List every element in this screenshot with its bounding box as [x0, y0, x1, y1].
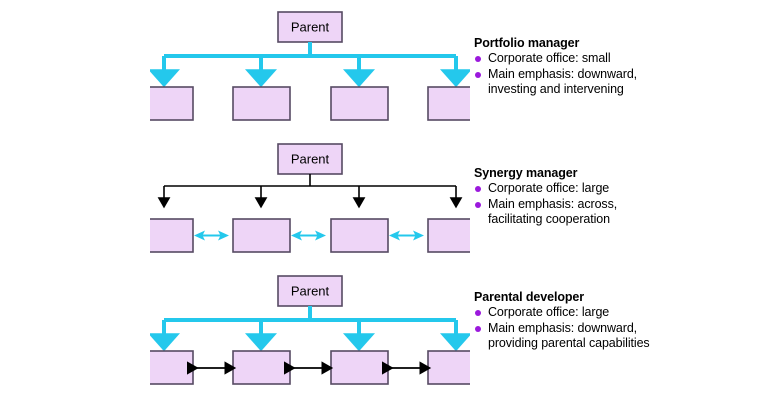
- tree-connector-cyan: [150, 42, 470, 88]
- legend-item: Corporate office: large: [474, 305, 734, 321]
- child-node[interactable]: [232, 86, 291, 121]
- legend-item-text: Main emphasis: across,: [488, 196, 618, 211]
- legend-item: Main emphasis: across, facilitating coop…: [474, 197, 734, 228]
- child-node[interactable]: [330, 86, 389, 121]
- legend-title: Portfolio manager: [474, 36, 580, 50]
- child-node[interactable]: [232, 350, 291, 385]
- child-node[interactable]: [330, 218, 389, 253]
- bullet-icon: [475, 186, 481, 192]
- child-node[interactable]: [427, 350, 470, 385]
- bullet-icon: [475, 201, 481, 208]
- bullet-icon: [475, 71, 481, 78]
- legend-item-text: Corporate office: large: [488, 181, 610, 195]
- tree-connector-black: [157, 174, 463, 209]
- child-node[interactable]: [232, 218, 291, 253]
- legend-portfolio-manager: Portfolio manager Corporate office: smal…: [474, 36, 734, 98]
- lateral-arrow-cyan: [194, 230, 424, 241]
- legend-parental-developer: Parental developer Corporate office: lar…: [474, 290, 734, 352]
- tree-connector-cyan: [150, 306, 470, 352]
- legend-item-text-line2: facilitating cooperation: [488, 212, 610, 226]
- parent-node[interactable]: Parent: [277, 143, 343, 175]
- org-diagram-parental-developer: Parent: [150, 275, 470, 385]
- child-node[interactable]: [150, 350, 194, 385]
- child-node[interactable]: [150, 86, 194, 121]
- bullet-icon: [475, 325, 481, 332]
- legend-list: Corporate office: large Main emphasis: d…: [474, 305, 734, 352]
- legend-item: Main emphasis: downward, providing paren…: [474, 321, 734, 352]
- legend-item: Main emphasis: downward, investing and i…: [474, 67, 734, 98]
- parent-node-label: Parent: [291, 283, 330, 298]
- child-node[interactable]: [427, 86, 470, 121]
- legend-list: Corporate office: large Main emphasis: a…: [474, 181, 734, 228]
- legend-item-text-line2: investing and intervening: [488, 82, 624, 96]
- child-node[interactable]: [150, 218, 194, 253]
- legend-item-text: Main emphasis: downward,: [488, 320, 638, 335]
- bullet-icon: [475, 310, 481, 316]
- bullet-icon: [475, 56, 481, 62]
- legend-title: Parental developer: [474, 290, 585, 304]
- org-diagram-synergy-manager: Parent: [150, 143, 470, 253]
- org-diagram-portfolio-manager: Parent: [150, 11, 470, 121]
- legend-title: Synergy manager: [474, 166, 578, 180]
- legend-item: Corporate office: large: [474, 181, 734, 197]
- parent-node[interactable]: Parent: [277, 11, 343, 43]
- parent-node[interactable]: Parent: [277, 275, 343, 307]
- parent-node-label: Parent: [291, 19, 330, 34]
- legend-item-text-line2: providing parental capabilities: [488, 336, 650, 350]
- child-node[interactable]: [427, 218, 470, 253]
- legend-item-text: Corporate office: large: [488, 305, 610, 319]
- legend-item: Corporate office: small: [474, 51, 734, 67]
- parent-node-label: Parent: [291, 151, 330, 166]
- legend-item-text: Corporate office: small: [488, 51, 611, 65]
- legend-item-text: Main emphasis: downward,: [488, 66, 638, 81]
- child-node[interactable]: [330, 350, 389, 385]
- legend-list: Corporate office: small Main emphasis: d…: [474, 51, 734, 98]
- legend-synergy-manager: Synergy manager Corporate office: large …: [474, 166, 734, 228]
